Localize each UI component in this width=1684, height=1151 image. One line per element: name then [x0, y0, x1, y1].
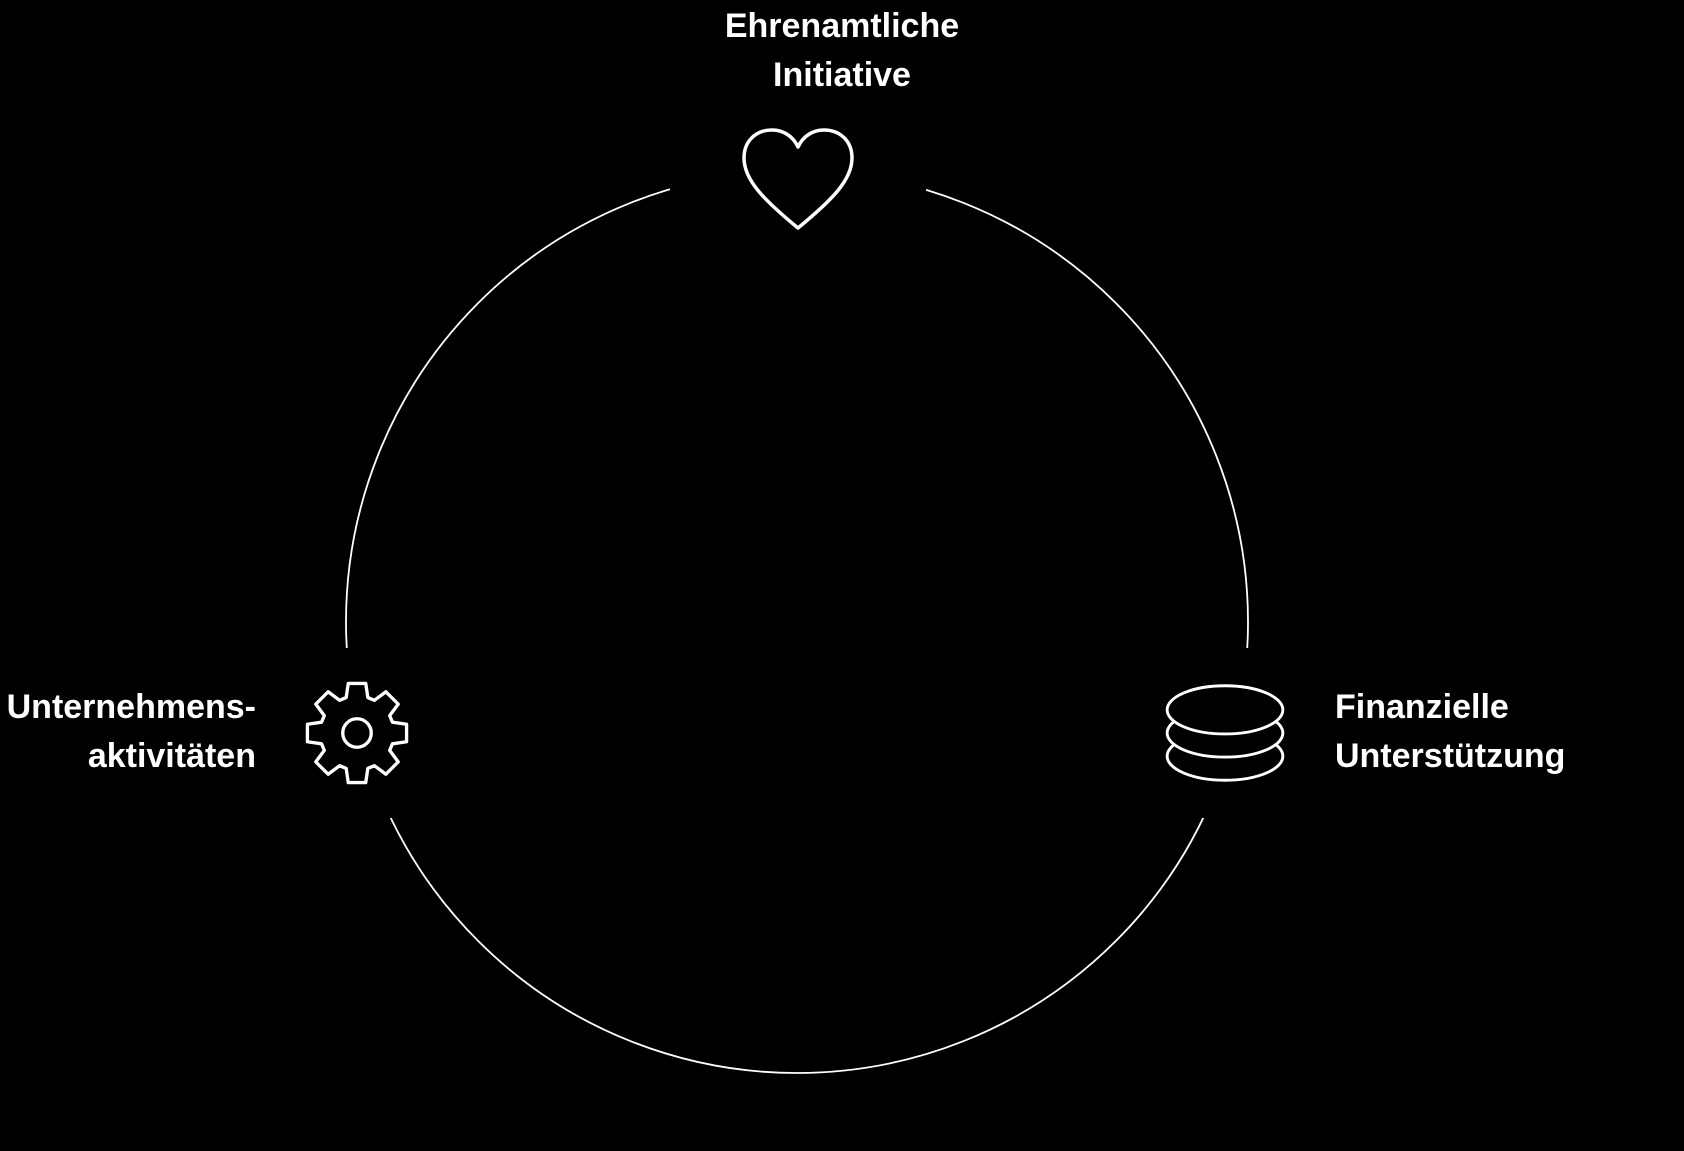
label-volunteer-initiative-line1: Ehrenamtliche: [724, 7, 960, 45]
label-corporate-activities-line2: aktivitäten: [87, 737, 256, 775]
label-corporate-activities-line1: Unternehmens-: [6, 688, 256, 726]
label-financial-support-line1: Finanzielle: [1335, 688, 1509, 726]
node-financial-support: [1135, 648, 1315, 818]
coins-icon: [1165, 684, 1285, 782]
label-financial-support: Finanzielle Unterstützung: [1335, 683, 1565, 781]
node-volunteer-initiative: [670, 108, 926, 256]
label-volunteer-initiative: Ehrenamtliche Initiative: [0, 2, 1684, 100]
label-financial-support-line2: Unterstützung: [1335, 737, 1566, 775]
heart-icon: [742, 128, 854, 230]
node-corporate-activities: [272, 648, 442, 818]
label-corporate-activities: Unternehmens- aktivitäten: [7, 683, 256, 781]
gear-icon: [305, 681, 409, 785]
label-volunteer-initiative-line2: Initiative: [773, 56, 911, 94]
